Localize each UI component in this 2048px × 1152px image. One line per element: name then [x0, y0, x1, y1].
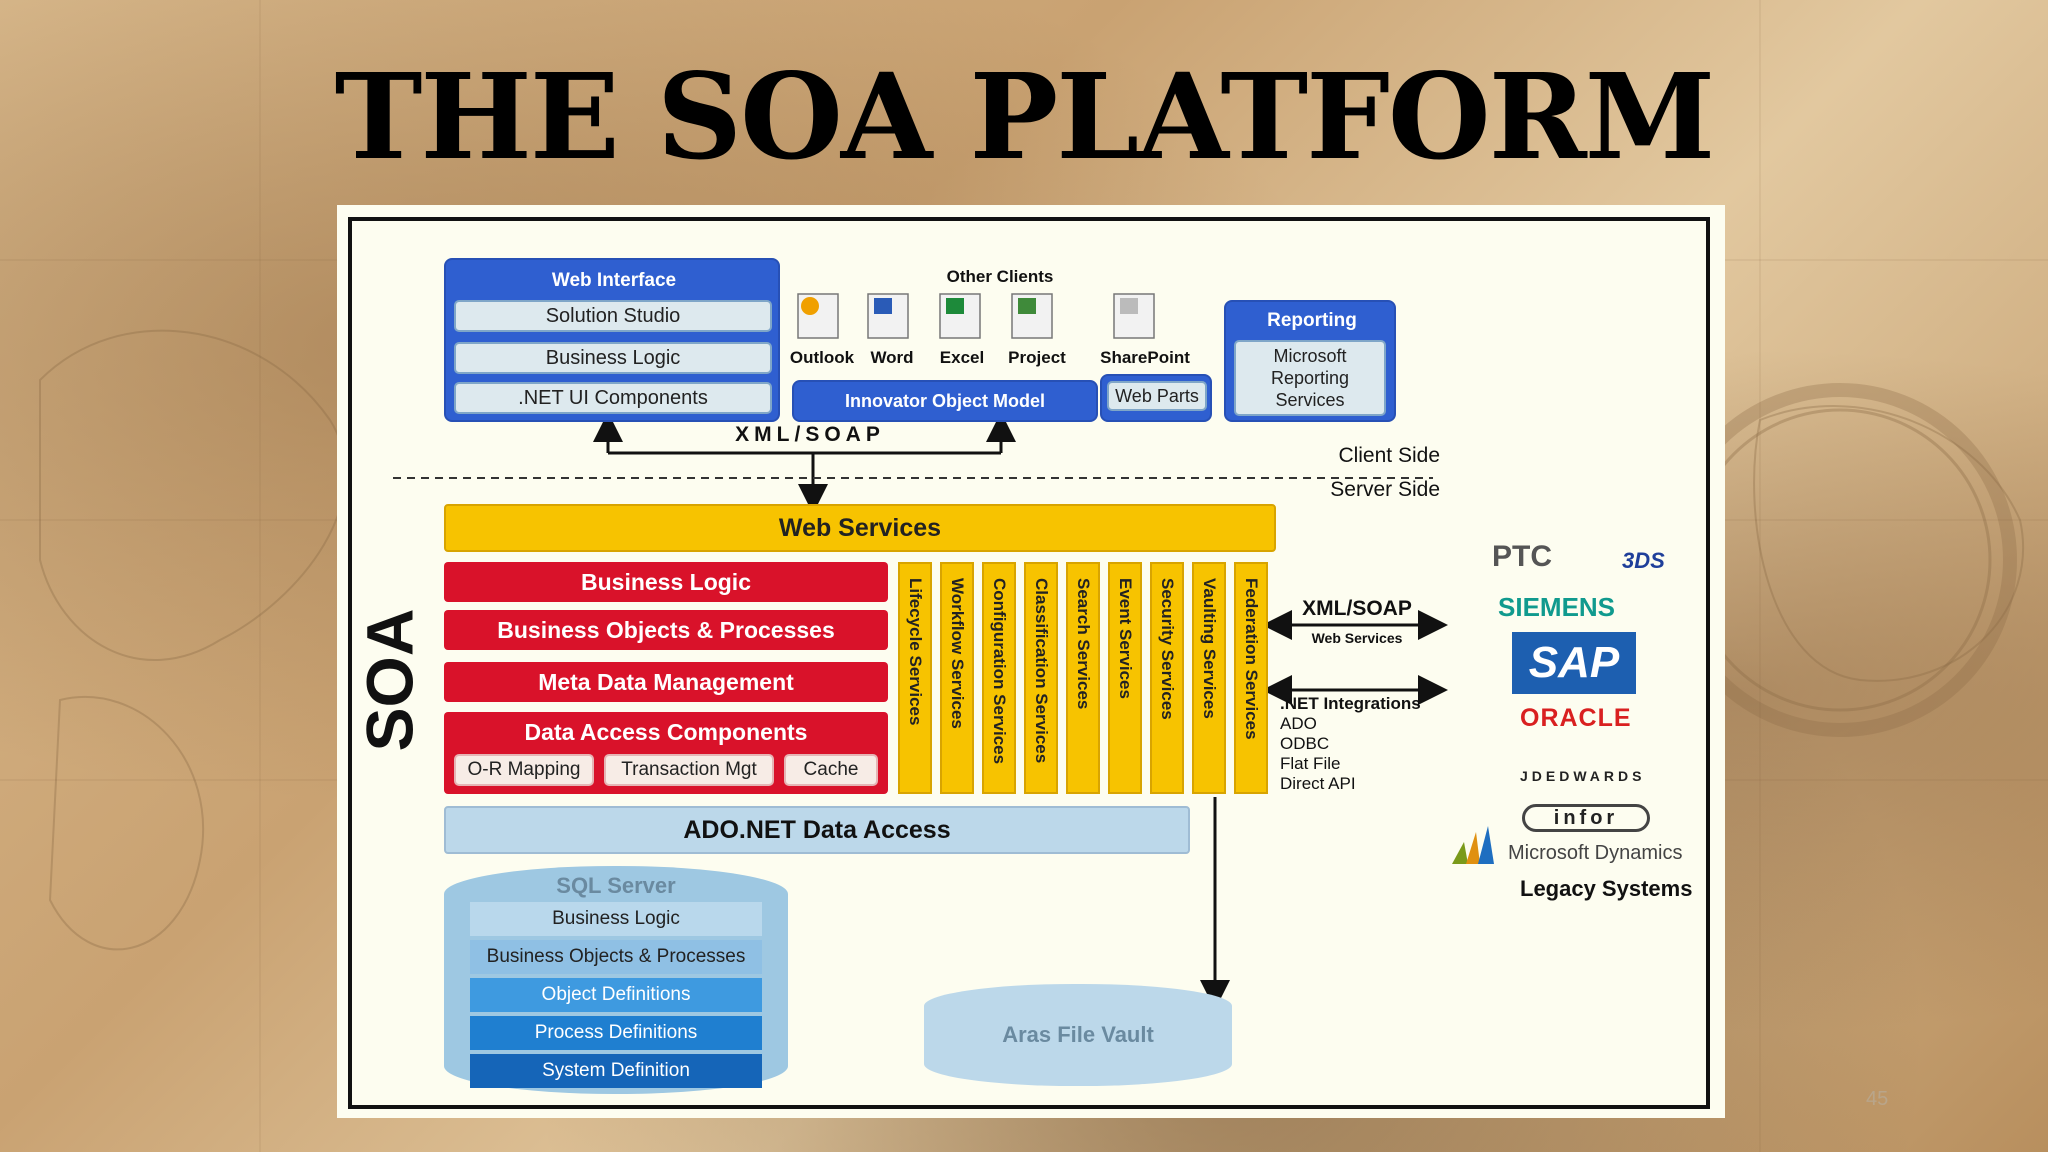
reporting-services-box: Microsoft Reporting Services — [1234, 340, 1386, 416]
event-services: Event Services — [1108, 562, 1142, 794]
excel-label: Excel — [939, 348, 985, 367]
sharepoint-label: SharePoint — [1100, 348, 1190, 367]
aras-file-vault: Aras File Vault — [924, 984, 1232, 1086]
client-apps: Outlook Word Excel Project SharePoint — [790, 290, 1210, 370]
web-services-bar: Web Services — [444, 504, 1276, 552]
diagram-border — [348, 217, 1710, 1109]
sql-business-objects: Business Objects & Processes — [470, 940, 762, 974]
or-mapping-box: O-R Mapping — [454, 754, 594, 786]
jdedwards-logo: JDEDWARDS — [1520, 768, 1646, 784]
workflow-services: Workflow Services — [940, 562, 974, 794]
web-interface-title: Web Interface — [551, 270, 677, 291]
data-access-components-title: Data Access Components — [524, 718, 808, 745]
sap-logo: SAP — [1512, 632, 1636, 694]
ptc-logo: PTC — [1492, 540, 1552, 573]
security-services: Security Services — [1150, 562, 1184, 794]
sql-system-definition: System Definition — [470, 1054, 762, 1088]
sql-server-cylinder: SQL Server Business Logic Business Objec… — [444, 866, 788, 1094]
oracle-logo: ORACLE — [1520, 704, 1632, 732]
search-services: Search Services — [1066, 562, 1100, 794]
client-side-label: Client Side — [1338, 444, 1440, 467]
legacy-systems-label: Legacy Systems — [1520, 876, 1693, 901]
lifecycle-services: Lifecycle Services — [898, 562, 932, 794]
other-clients-title: Other Clients — [946, 267, 1054, 286]
ado-net-bar: ADO.NET Data Access — [444, 806, 1190, 854]
soa-label-wrap: SOA — [352, 560, 428, 800]
federation-services: Federation Services — [1234, 562, 1268, 794]
project-label: Project — [1008, 348, 1066, 367]
sql-business-logic: Business Logic — [470, 902, 762, 936]
outlook-label: Outlook — [789, 348, 855, 367]
red-data-access-panel: Data Access Components O-R Mapping Trans… — [444, 712, 888, 794]
sql-server-title: SQL Server — [556, 873, 676, 898]
red-business-logic: Business Logic — [444, 562, 888, 602]
net-ui-components-box: .NET UI Components — [454, 382, 772, 414]
web-parts-box: Web Parts — [1107, 381, 1207, 411]
solution-studio-box: Solution Studio — [454, 300, 772, 332]
direct-api-item: Direct API — [1280, 774, 1356, 793]
cache-box: Cache — [784, 754, 878, 786]
web-services-sub-label: Web Services — [1311, 630, 1403, 646]
sql-object-definitions: Object Definitions — [470, 978, 762, 1012]
soa-label: SOA — [353, 608, 427, 752]
classification-services: Classification Services — [1024, 562, 1058, 794]
ado-item: ADO — [1280, 714, 1317, 733]
odbc-item: ODBC — [1280, 734, 1330, 753]
diagram-connectors — [393, 412, 1448, 1010]
reporting-panel: Reporting Microsoft Reporting Services — [1224, 300, 1396, 422]
business-logic-box: Business Logic — [454, 342, 772, 374]
flat-file-item: Flat File — [1280, 754, 1341, 773]
slide-number: 45 — [1866, 1088, 1889, 1110]
slide-title: THE SOA PLATFORM — [334, 47, 1716, 186]
document-icons — [797, 293, 1155, 339]
siemens-logo: SIEMENS — [1498, 592, 1616, 622]
xml-soap-right-label: XML/SOAP — [1302, 597, 1412, 620]
infor-logo: infor — [1522, 804, 1650, 832]
web-parts-panel: Web Parts — [1100, 374, 1212, 422]
net-integrations-title: .NET Integrations — [1280, 694, 1421, 713]
red-meta-data: Meta Data Management — [444, 662, 888, 702]
transaction-mgt-box: Transaction Mgt — [604, 754, 774, 786]
red-business-objects: Business Objects & Processes — [444, 610, 888, 650]
web-interface-panel: Web Interface Solution Studio Business L… — [444, 258, 780, 422]
microsoft-dynamics-logo: Microsoft Dynamics — [1508, 842, 1683, 864]
vaulting-services: Vaulting Services — [1192, 562, 1226, 794]
innovator-object-model: Innovator Object Model — [792, 380, 1098, 422]
microsoft-dynamics-icon — [1450, 824, 1498, 866]
sql-process-definitions: Process Definitions — [470, 1016, 762, 1050]
configuration-services: Configuration Services — [982, 562, 1016, 794]
server-side-label: Server Side — [1330, 478, 1440, 501]
dassault-logo: 3DS — [1622, 548, 1665, 573]
word-label: Word — [870, 348, 914, 367]
xml-soap-top-label: XML/SOAP — [735, 423, 885, 446]
reporting-title: Reporting — [1267, 310, 1357, 331]
